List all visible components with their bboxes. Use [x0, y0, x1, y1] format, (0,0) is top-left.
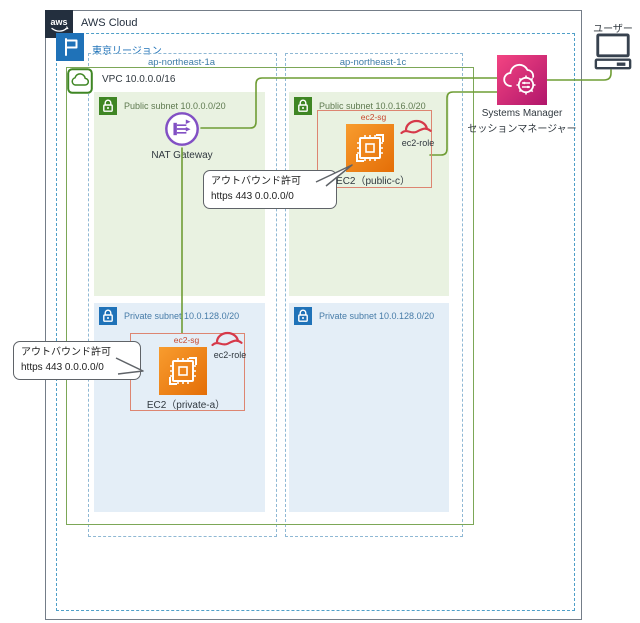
vpc-label: VPC 10.0.0.0/16	[102, 74, 176, 85]
user-computer-icon	[593, 33, 633, 73]
ec2-instance-icon	[346, 124, 394, 172]
vpc-container	[66, 67, 474, 525]
iam-role-hat-icon	[400, 116, 432, 138]
iam-role-hat-icon	[211, 328, 243, 350]
svg-text:aws: aws	[50, 17, 67, 27]
callout-line2: https 443 0.0.0.0/0	[211, 190, 294, 202]
nat-gateway-icon	[163, 110, 201, 148]
region-flag-icon	[56, 33, 84, 61]
user-label: ユーザー	[593, 24, 633, 35]
callout-tail	[315, 164, 353, 187]
callout-tail	[115, 357, 144, 375]
callout-outbound-public-c: アウトバウンド許可 https 443 0.0.0.0/0	[203, 170, 337, 209]
ec2-role-public-c-label: ec2-role	[401, 138, 435, 148]
systems-manager-icon	[497, 55, 547, 105]
private-subnet-1c	[289, 303, 449, 512]
lock-green-icon	[99, 97, 117, 115]
aws-cloud-container	[45, 10, 582, 620]
lock-blue-icon	[99, 307, 117, 325]
private-subnet-1a-label: Private subnet 10.0.128.0/20	[124, 311, 240, 321]
az-1a-label: ap-northeast-1a	[147, 57, 216, 68]
region-container	[56, 33, 575, 611]
callout-line1: アウトバウンド許可	[21, 347, 111, 358]
ec2-public-c-label: EC2（public-c）	[336, 176, 410, 187]
aws-cloud-label: AWS Cloud	[81, 17, 138, 29]
az-1c-container	[285, 53, 463, 537]
ec2-role-private-a-label: ec2-role	[213, 350, 247, 360]
ec2-private-a-label: EC2（private-a）	[146, 400, 226, 411]
callout-line1: アウトバウンド許可	[211, 176, 301, 187]
nat-gateway-label: NAT Gateway	[151, 150, 213, 161]
private-subnet-1c-label: Private subnet 10.0.128.0/20	[319, 311, 435, 321]
public-subnet-1a-label: Public subnet 10.0.0.0/20	[124, 101, 226, 111]
ec2-instance-icon	[159, 347, 207, 395]
callout-line2: https 443 0.0.0.0/0	[21, 361, 104, 373]
lock-green-icon	[294, 97, 312, 115]
session-manager-label: セッションマネージャー	[467, 124, 577, 135]
vpc-cloud-icon	[67, 68, 93, 94]
region-label: 東京リージョン	[92, 46, 162, 57]
az-1c-label: ap-northeast-1c	[339, 57, 407, 68]
security-group-private-a-label: ec2-sg	[173, 335, 200, 345]
systems-manager-label: Systems Manager	[481, 108, 563, 119]
lock-blue-icon	[294, 307, 312, 325]
az-1a-container	[88, 53, 277, 537]
